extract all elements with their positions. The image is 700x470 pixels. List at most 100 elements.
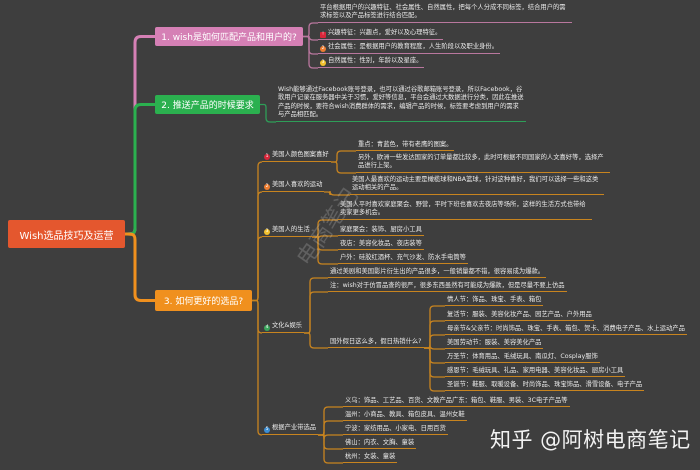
node-text: 兴趣特征：兴趣点，爱好以及心理特征。 bbox=[328, 29, 442, 36]
branch-link bbox=[312, 236, 338, 265]
node-text: 社会属性：是根据用户的教育程度，人生阶段以及职业身份。 bbox=[328, 43, 499, 50]
priority-1-icon: 1 bbox=[264, 154, 270, 160]
leaf-node[interactable]: 另外，欧洲一些发达国家的订单量都比较多，此时可根据不同国家的人文喜好等，选择产品… bbox=[356, 154, 610, 173]
branch-link bbox=[304, 291, 328, 334]
node-text: 佛山：内衣、文胸、童装 bbox=[345, 439, 415, 446]
leaf-node[interactable]: 万圣节：体育用品、毛绒玩具、南瓜灯、Cosplay服饰 bbox=[445, 353, 600, 364]
node-text: 复活节：服装、美容化妆产品、园艺产品、户外用品 bbox=[447, 311, 592, 318]
branch-link bbox=[252, 236, 263, 302]
branch-link bbox=[424, 347, 445, 392]
node-text: 自然属性：性别，年龄以及星座。 bbox=[328, 57, 423, 64]
node-text: 感恩节：毛绒玩具、礼品、家用电器、美容化妆品、厨房小工具 bbox=[447, 367, 624, 374]
leaf-node[interactable]: 国外假日这么多，假日热销什么? bbox=[328, 338, 424, 349]
leaf-node[interactable]: Wish能够通过Facebook账号登录，也可以通过谷歌邮箱账号登录，所以Fac… bbox=[276, 86, 526, 122]
leaf-node[interactable]: 通过美剧和美国影片衍生出的产品很多，一般销量都不错，很容易成为爆款。 bbox=[328, 268, 547, 279]
priority-2-icon: 2 bbox=[264, 184, 270, 190]
node-text: 夜店：美容化妆品、夜店装等 bbox=[340, 240, 422, 247]
branch-link bbox=[260, 103, 276, 123]
priority-4-icon: 4 bbox=[264, 325, 270, 331]
branch-link bbox=[303, 22, 318, 38]
leaf-node[interactable]: 宁波：家纺用品、小家电、日用百货 bbox=[343, 425, 448, 436]
leaf-node[interactable]: 户外：硅胶红酒杯、充气沙发、防水手电筒等 bbox=[338, 254, 468, 265]
branch-link bbox=[318, 420, 343, 436]
node-text: 国外假日这么多，假日热销什么? bbox=[330, 338, 422, 345]
node-text: 注：wish对于仿冒品查的很严，很多东西虽然有可能成为爆款，但是尽量不要上仿品 bbox=[330, 282, 565, 289]
node-text: 宁波：家纺用品、小家电、日用百货 bbox=[345, 425, 446, 432]
node-text: 杭州：女装、童装 bbox=[345, 453, 396, 460]
leaf-node[interactable]: 重点：青蓝色，带有老鹰的图案。 bbox=[356, 141, 455, 152]
root-node[interactable]: Wish选品技巧及运营 bbox=[8, 220, 125, 248]
branch-link bbox=[252, 299, 263, 436]
leaf-node[interactable]: 美国人平时喜欢家庭聚会、野营，平时下班也喜欢去夜店等场所，这样的生活方式也带给卖… bbox=[338, 201, 592, 220]
leaf-node[interactable]: 感恩节：毛绒玩具、礼品、家用电器、美容化妆品、厨房小工具 bbox=[445, 367, 626, 378]
node-text: Wish能够通过Facebook账号登录，也可以通过谷歌邮箱账号登录，所以Fac… bbox=[278, 86, 524, 119]
branch-link bbox=[252, 299, 263, 334]
leaf-node[interactable]: 美国劳动节：服装、美容美化产品 bbox=[445, 339, 544, 350]
node-text: 家庭聚会：装饰、厨房小工具 bbox=[340, 226, 422, 233]
branch-link bbox=[304, 277, 328, 334]
node-text: 平台根据用户的兴趣特征、社会属性、自然属性，把每个人分成不同标签，结合用户的需求… bbox=[320, 4, 566, 20]
branch-link bbox=[424, 347, 445, 364]
node-text: 美国人的生活 bbox=[272, 226, 310, 233]
node-text: 通过美剧和美国影片衍生出的产品很多，一般销量都不错，很容易成为爆款。 bbox=[330, 268, 545, 275]
trunk-link bbox=[124, 232, 155, 302]
branch-link bbox=[318, 434, 343, 464]
leaf-node[interactable]: 复活节：服装、美容化妆产品、园艺产品、户外用品 bbox=[445, 311, 594, 322]
branch-1-node[interactable]: 1. wish是如何匹配产品和用户的? bbox=[155, 27, 303, 46]
branch-2-node[interactable]: 2. 推送产品的时候要求 bbox=[155, 95, 260, 114]
node-text: 文化&娱乐 bbox=[272, 322, 303, 329]
leaf-node[interactable]: 家庭聚会：装饰、厨房小工具 bbox=[338, 226, 424, 237]
watermark: 知乎 @阿树电商笔记 bbox=[490, 428, 691, 452]
leaf-node[interactable]: 杭州：女装、童装 bbox=[343, 453, 398, 464]
branch-link bbox=[252, 191, 263, 302]
priority-3-icon: 3 bbox=[264, 229, 270, 235]
branch-link bbox=[324, 190, 350, 196]
branch-link bbox=[318, 434, 343, 450]
branch-link bbox=[252, 161, 263, 302]
leaf-node[interactable]: 佛山：内衣、文胸、童装 bbox=[343, 439, 417, 450]
leaf-node[interactable]: 情人节：饰品、珠宝、手表、箱包 bbox=[445, 296, 544, 307]
branch-link bbox=[424, 334, 445, 349]
node-text: 万圣节：体育用品、毛绒玩具、南瓜灯、Cosplay服饰 bbox=[447, 353, 598, 360]
branch-link bbox=[331, 150, 356, 163]
priority-3-icon: 3 bbox=[320, 60, 326, 66]
leaf-node[interactable]: !兴趣特征：兴趣点，爱好以及心理特征。 bbox=[318, 29, 444, 40]
node-text: 温州：小商品、教具、箱包皮具、温州女鞋 bbox=[345, 411, 465, 418]
trunk-link bbox=[124, 103, 155, 236]
branch-link bbox=[424, 305, 445, 349]
leaf-node[interactable]: 温州：小商品、教具、箱包皮具、温州女鞋 bbox=[343, 411, 467, 422]
leaf-node[interactable]: 圣诞节：鞋服、取暖设备、时尚饰品、珠宝饰品、滑雪设备、电子产品 bbox=[445, 381, 645, 392]
leaf-node[interactable]: 母亲节&父亲节：时尚饰品、珠宝、手表、箱包、贺卡、消费电子产品、水上运动产品 bbox=[445, 325, 687, 336]
node-text: 情人节：饰品、珠宝、手表、箱包 bbox=[447, 296, 542, 303]
leaf-node[interactable]: 义乌：饰品、工艺品、百货、文教产品广东：箱包、鞋服、男装、3C电子产品等 bbox=[343, 397, 570, 408]
trunk-link bbox=[124, 35, 155, 236]
leaf-node[interactable]: 注：wish对于仿冒品查的很严，很多东西虽然有可能成为爆款，但是尽量不要上仿品 bbox=[328, 282, 567, 293]
leaf-node[interactable]: 平台根据用户的兴趣特征、社会属性、自然属性，把每个人分成不同标签，结合用户的需求… bbox=[318, 4, 572, 23]
branch-link bbox=[303, 35, 318, 69]
node-text: 圣诞节：鞋服、取暖设备、时尚饰品、珠宝饰品、滑雪设备、电子产品 bbox=[447, 381, 643, 388]
branch-link bbox=[304, 332, 328, 349]
node-text: 美国人平时喜欢家庭聚会、野营，平时下班也喜欢去夜店等场所，这样的生活方式也带给卖… bbox=[340, 201, 586, 217]
branch-link bbox=[331, 161, 356, 174]
node-text: 另外，欧洲一些发达国家的订单量都比较多，此时可根据不同国家的人文喜好等，选择产品… bbox=[358, 154, 604, 170]
node-text: 重点：青蓝色，带有老鹰的图案。 bbox=[358, 141, 453, 148]
node-text: 母亲节&父亲节：时尚饰品、珠宝、手表、箱包、贺卡、消费电子产品、水上运动产品 bbox=[447, 325, 685, 332]
leaf-node[interactable]: 夜店：美容化妆品、夜店装等 bbox=[338, 240, 424, 251]
priority-5-icon: 5 bbox=[264, 427, 270, 433]
leaf-node[interactable]: 美国人最喜欢的运动主要是橄榄球和NBA篮球，针对这种喜好，我们可以选择一些和这类… bbox=[350, 176, 604, 195]
node-text: 根据产业带选品 bbox=[272, 424, 317, 431]
branch-3-node[interactable]: 3. 如何更好的选品? bbox=[155, 290, 252, 311]
node-text: 美国人喜欢的运动 bbox=[272, 181, 323, 188]
priority-2-icon: 2 bbox=[320, 46, 326, 52]
node-text: 户外：硅胶红酒杯、充气沙发、防水手电筒等 bbox=[340, 254, 466, 261]
node-text: 美国人颜色图案喜好 bbox=[272, 151, 329, 158]
node-text: 美国人最喜欢的运动主要是橄榄球和NBA篮球，针对这种喜好，我们可以选择一些和这类… bbox=[352, 176, 599, 192]
